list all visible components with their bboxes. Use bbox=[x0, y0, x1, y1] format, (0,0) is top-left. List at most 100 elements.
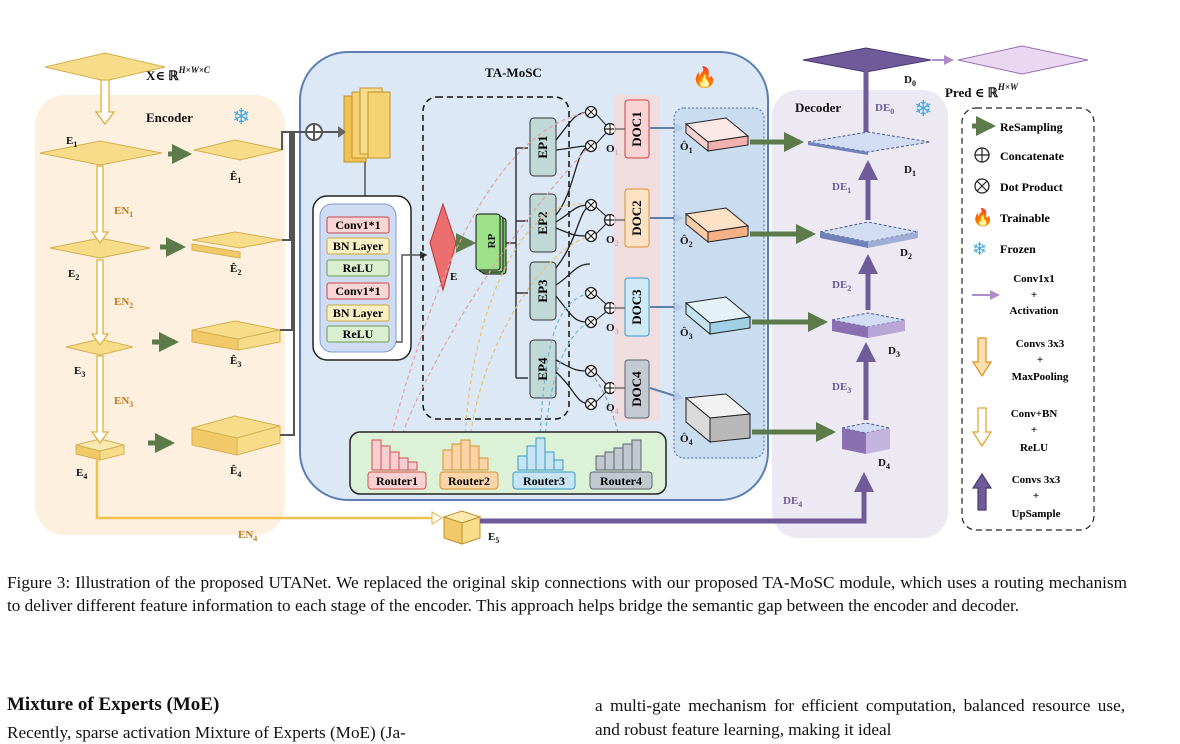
decoder-frozen-icon: ❄ bbox=[914, 96, 932, 121]
svg-text:ReLU: ReLU bbox=[343, 327, 374, 341]
svg-text:DOC1: DOC1 bbox=[629, 111, 644, 146]
svg-text:Conv+BN: Conv+BN bbox=[1011, 408, 1058, 420]
svg-text:EP3: EP3 bbox=[535, 279, 550, 303]
svg-text:DE4: DE4 bbox=[783, 495, 802, 509]
en4-label: EN4 bbox=[238, 529, 257, 543]
conv-to-e-line bbox=[396, 251, 428, 343]
rp-block: RP bbox=[475, 213, 507, 275]
svg-text:BN Layer: BN Layer bbox=[333, 306, 384, 320]
ohat-region bbox=[673, 107, 765, 459]
expert-ep2: EP2 bbox=[529, 193, 557, 253]
svg-text:DOC4: DOC4 bbox=[629, 371, 644, 407]
svg-text:Router2: Router2 bbox=[448, 474, 490, 488]
svg-text:Conv1x1: Conv1x1 bbox=[1013, 273, 1055, 285]
d0-label: D0 bbox=[904, 74, 916, 88]
concatenate-icon bbox=[305, 123, 323, 141]
svg-text:Conv1*1: Conv1*1 bbox=[335, 284, 380, 298]
en2-label: EN2 bbox=[114, 296, 133, 310]
e3-label: E3 bbox=[74, 365, 85, 379]
legend-conv1x1: Conv1x1 + Activation bbox=[972, 273, 1058, 317]
svg-text:D2: D2 bbox=[900, 247, 912, 261]
dot-product-crosses bbox=[586, 107, 596, 409]
svg-text:🔥: 🔥 bbox=[972, 207, 993, 227]
svg-text:EP2: EP2 bbox=[535, 211, 550, 234]
ehat1-label: Ê1 bbox=[230, 171, 241, 185]
svg-text:D4: D4 bbox=[878, 457, 890, 471]
svg-text:DE2: DE2 bbox=[832, 279, 851, 293]
router-labels: Router1 Router2 Router3 Router4 bbox=[367, 471, 653, 490]
router-panel bbox=[349, 431, 667, 495]
expert-ep1: EP1 bbox=[529, 117, 557, 177]
svg-text:Dot Product: Dot Product bbox=[1000, 180, 1063, 194]
expert-blocks: EP1 EP2 EP3 EP4 bbox=[529, 117, 557, 399]
skip-arrows bbox=[750, 132, 836, 442]
svg-text:Router1: Router1 bbox=[376, 474, 418, 488]
svg-text:DE3: DE3 bbox=[832, 381, 851, 395]
expert-region bbox=[422, 96, 570, 420]
e-node-label: E bbox=[450, 271, 457, 283]
doc-column bbox=[614, 95, 660, 421]
input-arrow bbox=[94, 79, 116, 126]
svg-text:D1: D1 bbox=[904, 164, 916, 178]
legend-resampling: ReSampling bbox=[972, 116, 1063, 136]
svg-text:D3: D3 bbox=[888, 345, 900, 359]
right-column-text: a multi-gate mechanism for efficient com… bbox=[595, 696, 1125, 739]
doc2: DOC2 bbox=[624, 188, 650, 248]
svg-text:Router3: Router3 bbox=[523, 474, 565, 488]
decoder-up-arrows bbox=[856, 160, 878, 420]
de0-label: DE0 bbox=[875, 102, 894, 116]
doc3: DOC3 bbox=[624, 277, 650, 337]
e5-cube bbox=[442, 510, 482, 545]
concat-to-doc-lines bbox=[615, 128, 625, 389]
svg-text:RP: RP bbox=[486, 233, 498, 248]
left-column-text: Recently, sparse activation Mixture of E… bbox=[7, 723, 406, 742]
encoder-e2 bbox=[49, 237, 151, 259]
encoder-down-arrows bbox=[90, 165, 110, 445]
rp-fanout bbox=[506, 147, 528, 379]
d-labels: D1 D2 D3 D4 bbox=[878, 164, 916, 471]
pred-label: Pred ∈ ℝH×W bbox=[945, 82, 1019, 100]
svg-text:Trainable: Trainable bbox=[1000, 211, 1050, 225]
svg-text:Frozen: Frozen bbox=[1000, 242, 1036, 256]
svg-text:DE1: DE1 bbox=[832, 181, 851, 195]
svg-text:+: + bbox=[1033, 490, 1039, 502]
dot-to-concat-lines bbox=[595, 113, 607, 403]
svg-text:+: + bbox=[1037, 354, 1043, 366]
concat-lines bbox=[280, 131, 338, 436]
svg-text:DOC2: DOC2 bbox=[629, 200, 644, 235]
svg-text:EP4: EP4 bbox=[535, 357, 550, 381]
legend-conv-bn-relu: Conv+BN + ReLU bbox=[971, 407, 1058, 454]
doc1: DOC1 bbox=[624, 99, 650, 159]
section-heading: Mixture of Experts (MoE) bbox=[7, 694, 220, 715]
svg-text:Convs 3x3: Convs 3x3 bbox=[1016, 338, 1065, 350]
en4-arrowhead bbox=[431, 511, 443, 525]
svg-text:ReLU: ReLU bbox=[1020, 442, 1048, 454]
legend-items: ReSampling Concatenate Dot Product 🔥 Tra… bbox=[971, 116, 1069, 520]
e5-label: E5 bbox=[488, 531, 499, 545]
de-labels: DE1 DE2 DE3 DE4 bbox=[783, 181, 851, 509]
legend-convs3x3-upsample: Convs 3x3 + UpSample bbox=[971, 472, 1061, 520]
decoder-title: Decoder bbox=[795, 100, 841, 115]
figure-caption: Figure 3: Illustration of the proposed U… bbox=[7, 573, 1127, 615]
input-label: X∈ ℝH×W×C bbox=[146, 65, 211, 83]
conv-stack-items: Conv1*1 BN Layer ReLU Conv1*1 BN Layer R… bbox=[326, 216, 390, 343]
legend-dot-product: Dot Product bbox=[974, 178, 1063, 194]
frozen-icon: ❄ bbox=[232, 104, 250, 129]
en3-label: EN3 bbox=[114, 395, 133, 409]
e-node bbox=[429, 202, 457, 292]
en1-label: EN1 bbox=[114, 205, 133, 219]
svg-text:ReLU: ReLU bbox=[343, 261, 374, 275]
ehat3-label: Ê3 bbox=[230, 355, 241, 369]
svg-text:Router4: Router4 bbox=[600, 474, 642, 488]
stacked-feature-block bbox=[338, 87, 391, 163]
ehat2-label: Ê2 bbox=[230, 263, 241, 277]
svg-text:EP1: EP1 bbox=[535, 135, 550, 158]
resampling-arrows bbox=[148, 144, 192, 453]
svg-text:Conv1*1: Conv1*1 bbox=[335, 218, 380, 232]
utanet-figure: X∈ ℝH×W×C Encoder ❄ E1 E2 E3 E4 EN1 EN2 … bbox=[35, 45, 1095, 545]
legend-frozen: ❄ Frozen bbox=[972, 239, 1036, 259]
de4-path bbox=[480, 472, 874, 524]
legend-convs3x3-maxpool: Convs 3x3 + MaxPooling bbox=[971, 337, 1069, 383]
ehat4-label: Ê4 bbox=[230, 465, 241, 479]
svg-text:DOC3: DOC3 bbox=[629, 289, 644, 325]
